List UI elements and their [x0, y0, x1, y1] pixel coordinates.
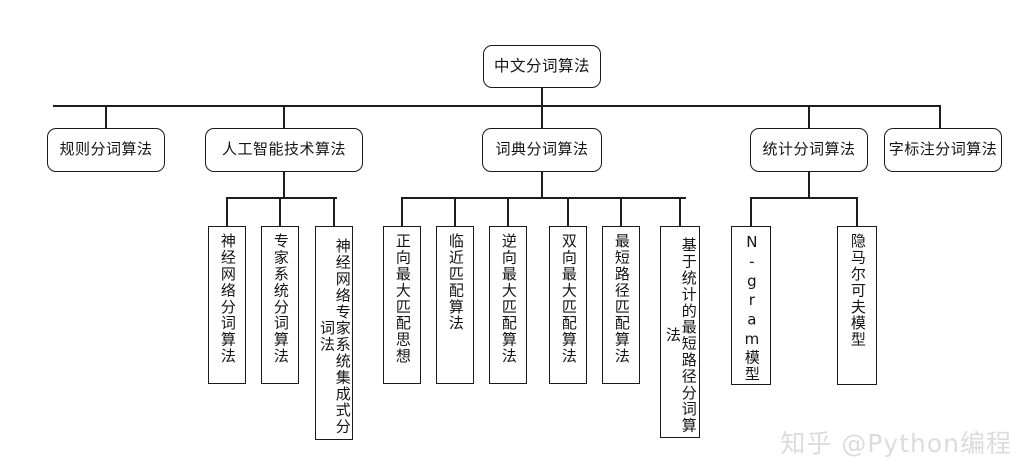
connector-ai-child-3 — [333, 197, 335, 227]
node-bidirectional-max-matching-label: 双向最大匹配算法 — [559, 233, 578, 365]
node-character-tagging[interactable]: 字标注分词算法 — [884, 128, 1002, 172]
node-expert-system-segmentation-label: 专家系统分词算法 — [271, 233, 290, 365]
node-ngram-model[interactable]: N-gram模型 — [731, 226, 771, 385]
node-neural-expert-hybrid-segmentation-label: 神经网络专家系统集成式分词法 — [318, 237, 352, 435]
node-shortest-path-matching-label: 最短路径匹配算法 — [612, 233, 631, 365]
connector-statistical-child-2 — [856, 197, 858, 227]
connector-ai-bus — [227, 197, 337, 199]
node-neural-network-segmentation-label: 神经网络分词算法 — [218, 233, 237, 365]
connector-dictionary-child-2 — [454, 197, 456, 227]
node-bidirectional-max-matching[interactable]: 双向最大匹配算法 — [549, 226, 587, 384]
connector-drop-statistical — [808, 105, 810, 129]
connector-statistical-bus — [750, 197, 858, 199]
node-backward-max-matching[interactable]: 逆向最大匹配算法 — [489, 226, 527, 384]
connector-root-trunk — [541, 88, 543, 108]
connector-dictionary-child-5 — [620, 197, 622, 227]
node-statistical-shortest-path-segmentation[interactable]: 基于统计的最短路径分词算法 — [660, 226, 700, 438]
watermark: 知乎 @Python编程 — [780, 429, 1012, 458]
node-statistical-shortest-path-segmentation-label: 基于统计的最短路径分词算法 — [664, 236, 698, 434]
node-root-label: 中文分词算法 — [493, 56, 590, 75]
connector-dictionary-child-3 — [507, 197, 509, 227]
node-hidden-markov-model[interactable]: 隐马尔可夫模型 — [837, 226, 877, 385]
node-adjacent-matching-label: 临近匹配算法 — [446, 233, 465, 332]
node-forward-max-matching-label: 正向最大匹配思想 — [393, 233, 412, 365]
node-ngram-model-label: N-gram模型 — [742, 233, 761, 383]
node-adjacent-matching[interactable]: 临近匹配算法 — [436, 226, 474, 384]
node-dictionary-segmentation-label: 词典分词算法 — [495, 140, 589, 159]
connector-level1-bus — [53, 105, 941, 107]
node-rule-segmentation[interactable]: 规则分词算法 — [47, 128, 165, 172]
node-rule-segmentation-label: 规则分词算法 — [59, 140, 153, 159]
node-shortest-path-matching[interactable]: 最短路径匹配算法 — [602, 226, 640, 384]
connector-ai-stem — [283, 172, 285, 199]
node-backward-max-matching-label: 逆向最大匹配算法 — [499, 233, 518, 365]
node-dictionary-segmentation[interactable]: 词典分词算法 — [482, 128, 602, 172]
connector-ai-child-2 — [279, 197, 281, 227]
connector-dictionary-child-4 — [567, 197, 569, 227]
node-statistical-segmentation[interactable]: 统计分词算法 — [750, 128, 868, 172]
node-neural-expert-hybrid-segmentation[interactable]: 神经网络专家系统集成式分词法 — [315, 226, 353, 440]
connector-drop-dictionary — [541, 105, 543, 129]
connector-statistical-stem — [808, 172, 810, 199]
node-neural-network-segmentation[interactable]: 神经网络分词算法 — [208, 226, 246, 384]
connector-dictionary-child-1 — [401, 197, 403, 227]
node-root[interactable]: 中文分词算法 — [483, 45, 601, 88]
node-forward-max-matching[interactable]: 正向最大匹配思想 — [383, 226, 421, 384]
connector-drop-ai — [283, 105, 285, 129]
connector-drop-charlabel — [939, 105, 941, 129]
node-expert-system-segmentation[interactable]: 专家系统分词算法 — [261, 226, 299, 384]
node-ai-technique-label: 人工智能技术算法 — [221, 140, 346, 159]
connector-dictionary-stem — [541, 172, 543, 199]
node-hidden-markov-model-label: 隐马尔可夫模型 — [848, 233, 867, 348]
connector-statistical-child-1 — [750, 197, 752, 227]
node-statistical-segmentation-label: 统计分词算法 — [762, 140, 856, 159]
connector-drop-rule — [105, 105, 107, 129]
node-character-tagging-label: 字标注分词算法 — [888, 140, 998, 159]
connector-dictionary-bus — [401, 197, 686, 199]
connector-dictionary-child-6 — [679, 197, 681, 227]
node-ai-technique[interactable]: 人工智能技术算法 — [205, 128, 363, 172]
connector-ai-child-1 — [226, 197, 228, 227]
